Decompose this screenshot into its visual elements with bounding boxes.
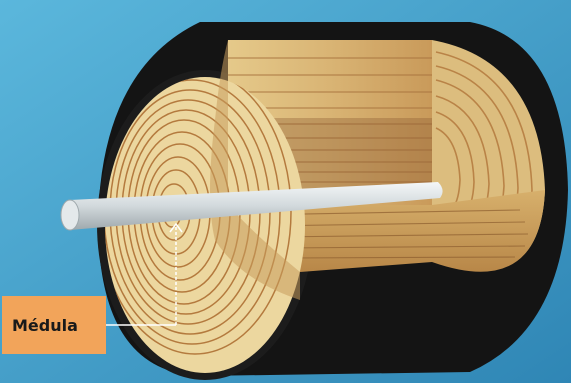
medula-label-text: Médula	[12, 316, 78, 335]
pith-rod-end	[61, 200, 79, 230]
medula-label: Médula	[2, 296, 106, 354]
